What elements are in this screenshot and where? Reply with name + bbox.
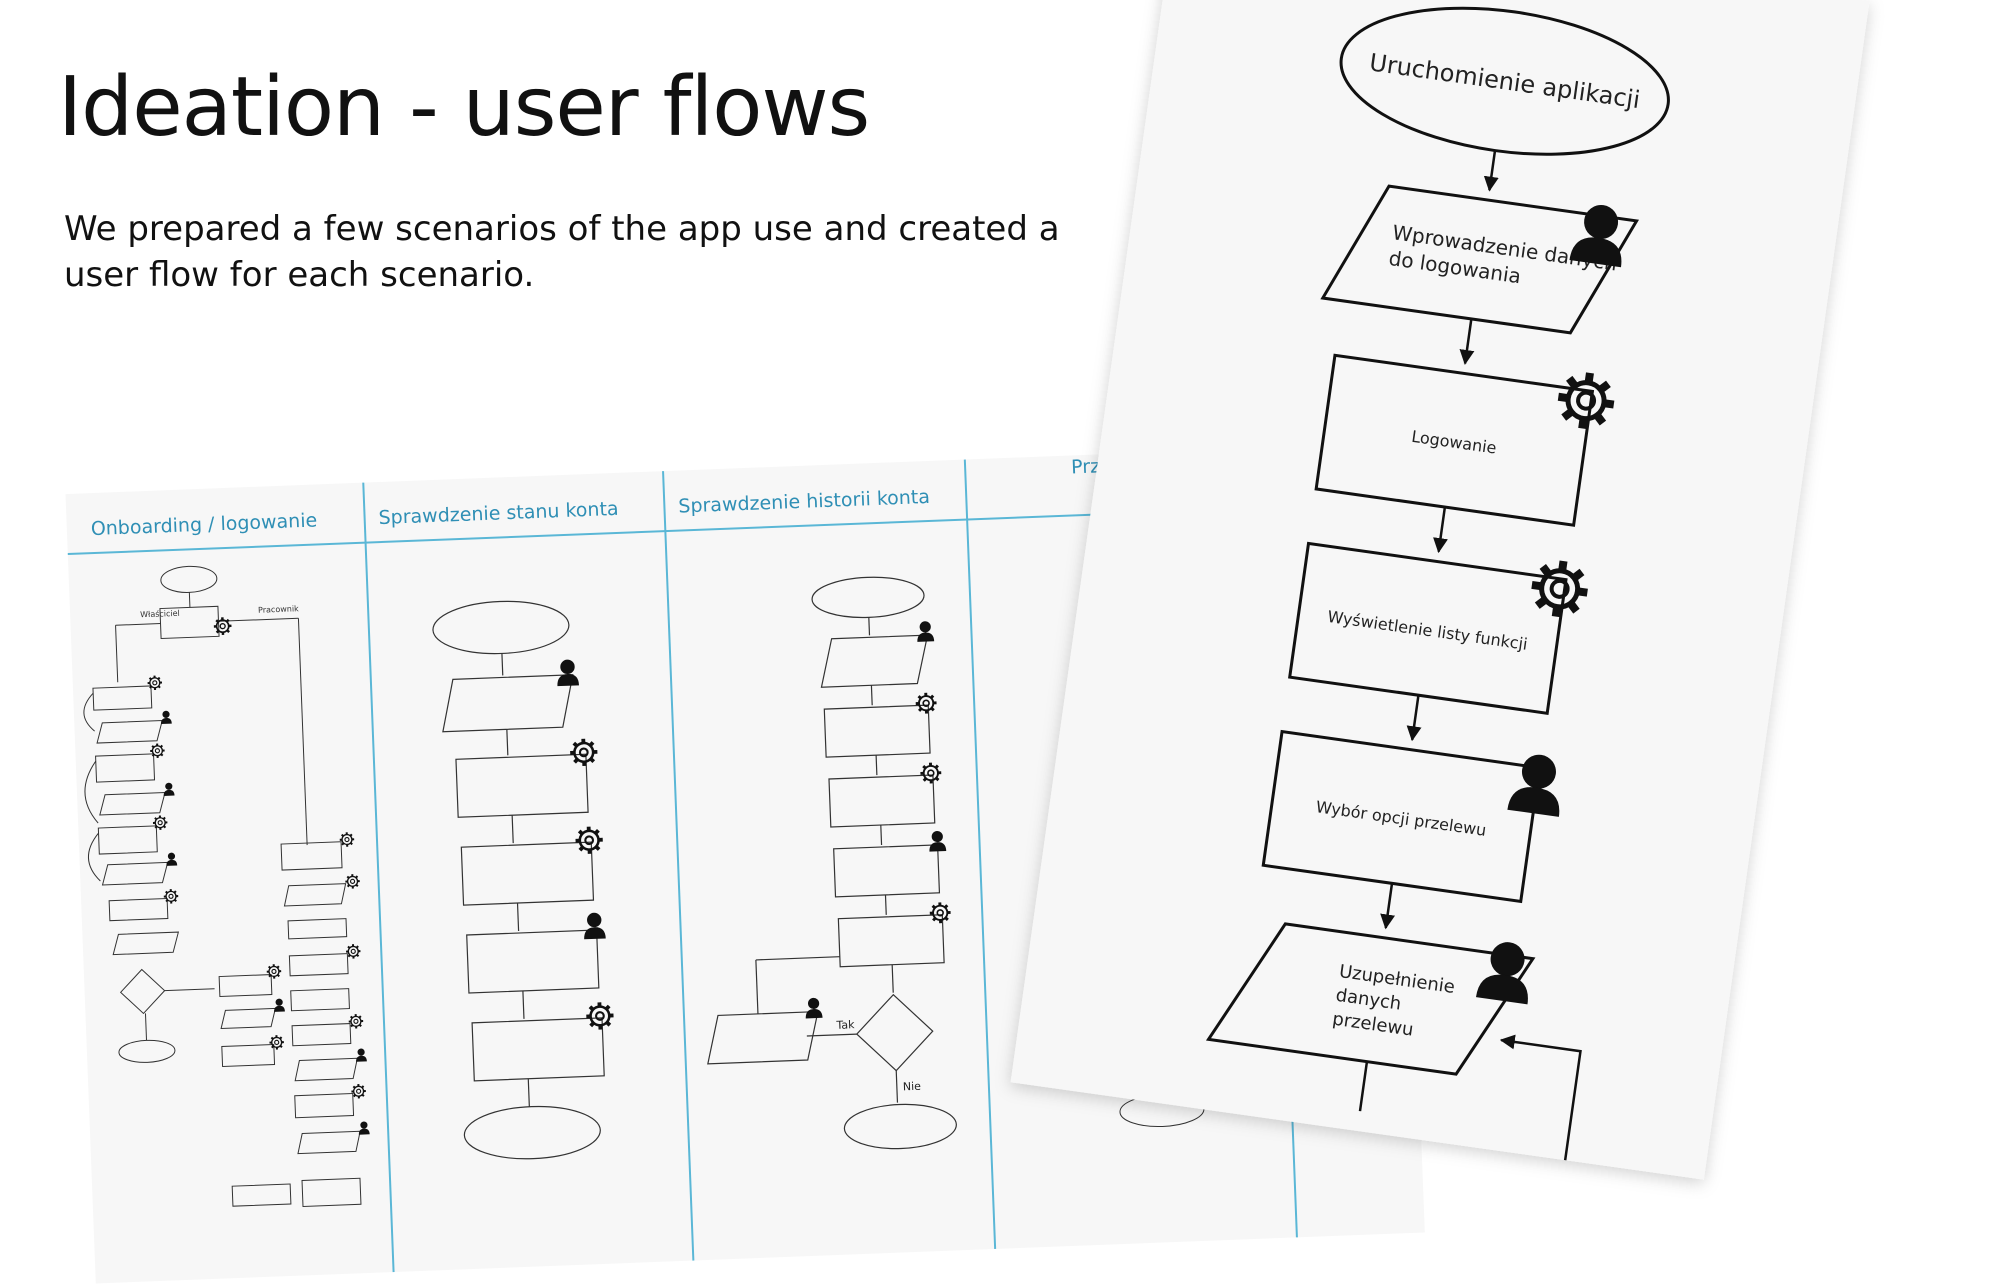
page-title: Ideation - user flows (58, 60, 870, 155)
decision-no-label: Nie (903, 1080, 922, 1094)
decision-yes-label: Tak (835, 1018, 855, 1032)
history-flow (707, 576, 957, 1150)
onboarding-flow (83, 565, 362, 1208)
branch-employee-label: Pracownik (258, 604, 299, 615)
balance-flow (432, 600, 605, 1160)
page-description: We prepared a few scenarios of the app u… (64, 209, 1060, 295)
branch-owner-label: Właściciel (140, 608, 180, 620)
